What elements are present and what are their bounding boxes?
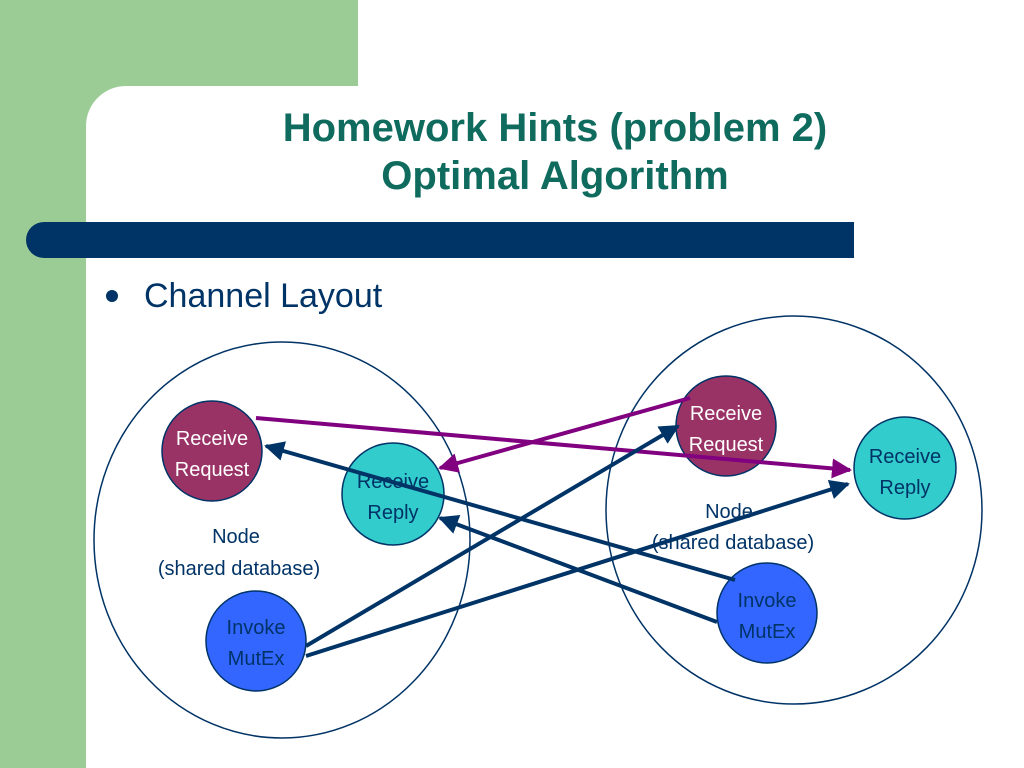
left-invoke-mutex-line1: Invoke [227, 617, 286, 639]
right-invoke-mutex-line1: Invoke [738, 590, 797, 612]
right-receive-reply-line2: Reply [879, 477, 930, 499]
right-invoke-mutex-circle [716, 562, 818, 664]
right-node-boundary [605, 315, 983, 705]
right-receive-reply-circle [853, 416, 957, 520]
title-line-1: Homework Hints (problem 2) [282, 106, 828, 150]
arrow-right-invoke-to-left-reply [438, 514, 718, 624]
left-receive-request-circle [161, 400, 263, 502]
left-node-label-line1: Node [212, 526, 260, 548]
left-node-boundary [93, 341, 471, 739]
right-receive-request-line2: Request [689, 434, 764, 456]
left-invoke-mutex-line2: MutEx [228, 648, 285, 670]
right-node-label-line2: (shared database) [652, 532, 814, 554]
right-invoke-mutex-line2: MutEx [739, 621, 796, 643]
bullet-channel-layout: Channel Layout [144, 277, 383, 315]
right-receive-reply-line1: Receive [869, 446, 941, 468]
left-receive-reply-circle [341, 442, 445, 546]
left-receive-request-line2: Request [175, 459, 250, 481]
left-invoke-mutex-circle [205, 590, 307, 692]
right-receive-request-line1: Receive [690, 403, 762, 425]
arrow-right-invoke-to-left-request [264, 441, 736, 582]
bullet-dot-icon [106, 290, 118, 302]
title-rule-bar [26, 222, 854, 258]
left-receive-reply-line2: Reply [367, 502, 418, 524]
arrow-right-request-to-left-reply [438, 396, 691, 473]
title-line-2: Optimal Algorithm [381, 154, 729, 198]
left-receive-request-line1: Receive [176, 428, 248, 450]
slide-title: Homework Hints (problem 2) Optimal Algor… [86, 104, 1024, 200]
arrow-left-request-to-right-reply [255, 416, 852, 479]
left-node-label-line2: (shared database) [158, 558, 320, 580]
